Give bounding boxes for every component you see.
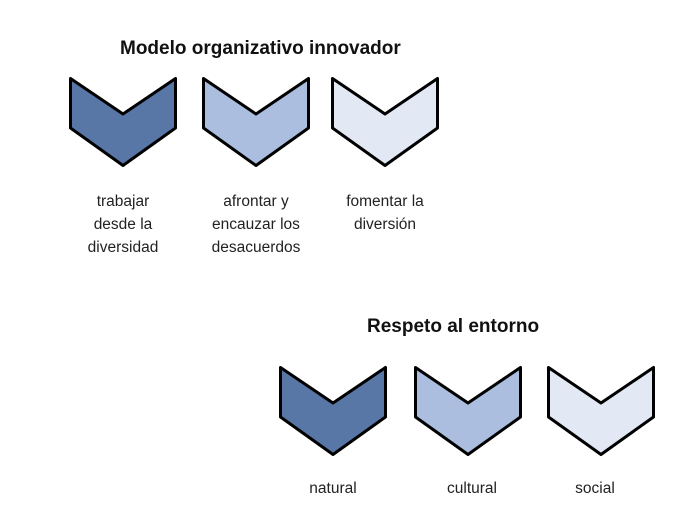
chevron-fill — [331, 77, 439, 167]
chevron-caption: trabajar desde la diversidad — [53, 190, 193, 259]
chevron-fill — [547, 366, 655, 456]
chevron-shape — [414, 366, 522, 456]
chevron-fill — [69, 77, 177, 167]
caption-line: social — [575, 480, 615, 497]
chevron-caption: afrontar y encauzar los desacuerdos — [186, 190, 326, 259]
chevron-icon — [279, 366, 387, 456]
chevron-caption: fomentar la diversión — [315, 190, 455, 236]
caption-line: natural — [309, 480, 357, 497]
chevron-shape — [202, 77, 310, 167]
chevron-icon — [202, 77, 310, 167]
group-title-respeto-entorno: Respeto al entorno — [367, 316, 540, 337]
chevron-shape — [279, 366, 387, 456]
chevron-shape — [547, 366, 655, 456]
caption-line: fomentar la — [346, 193, 424, 210]
chevron-fill — [202, 77, 310, 167]
chevron-fill — [414, 366, 522, 456]
caption-line: afrontar y — [223, 193, 289, 210]
chevron-icon — [547, 366, 655, 456]
caption-line: desacuerdos — [211, 239, 301, 256]
caption-line: encauzar los — [212, 216, 300, 233]
chevron-shape — [331, 77, 439, 167]
caption-line: desde la — [93, 216, 153, 233]
caption-line: diversión — [353, 216, 417, 233]
caption-line: cultural — [447, 480, 497, 497]
chevron-caption: natural — [263, 477, 403, 500]
caption-line: trabajar — [96, 193, 150, 210]
chevron-icon — [331, 77, 439, 167]
chevron-icon — [414, 366, 522, 456]
chevron-caption: social — [525, 477, 665, 500]
chevron-icon — [69, 77, 177, 167]
chevron-caption: cultural — [402, 477, 542, 500]
group-title-modelo-organizativo: Modelo organizativo innovador — [120, 38, 401, 59]
caption-line: diversidad — [87, 239, 159, 256]
chevron-shape — [69, 77, 177, 167]
chevron-fill — [279, 366, 387, 456]
